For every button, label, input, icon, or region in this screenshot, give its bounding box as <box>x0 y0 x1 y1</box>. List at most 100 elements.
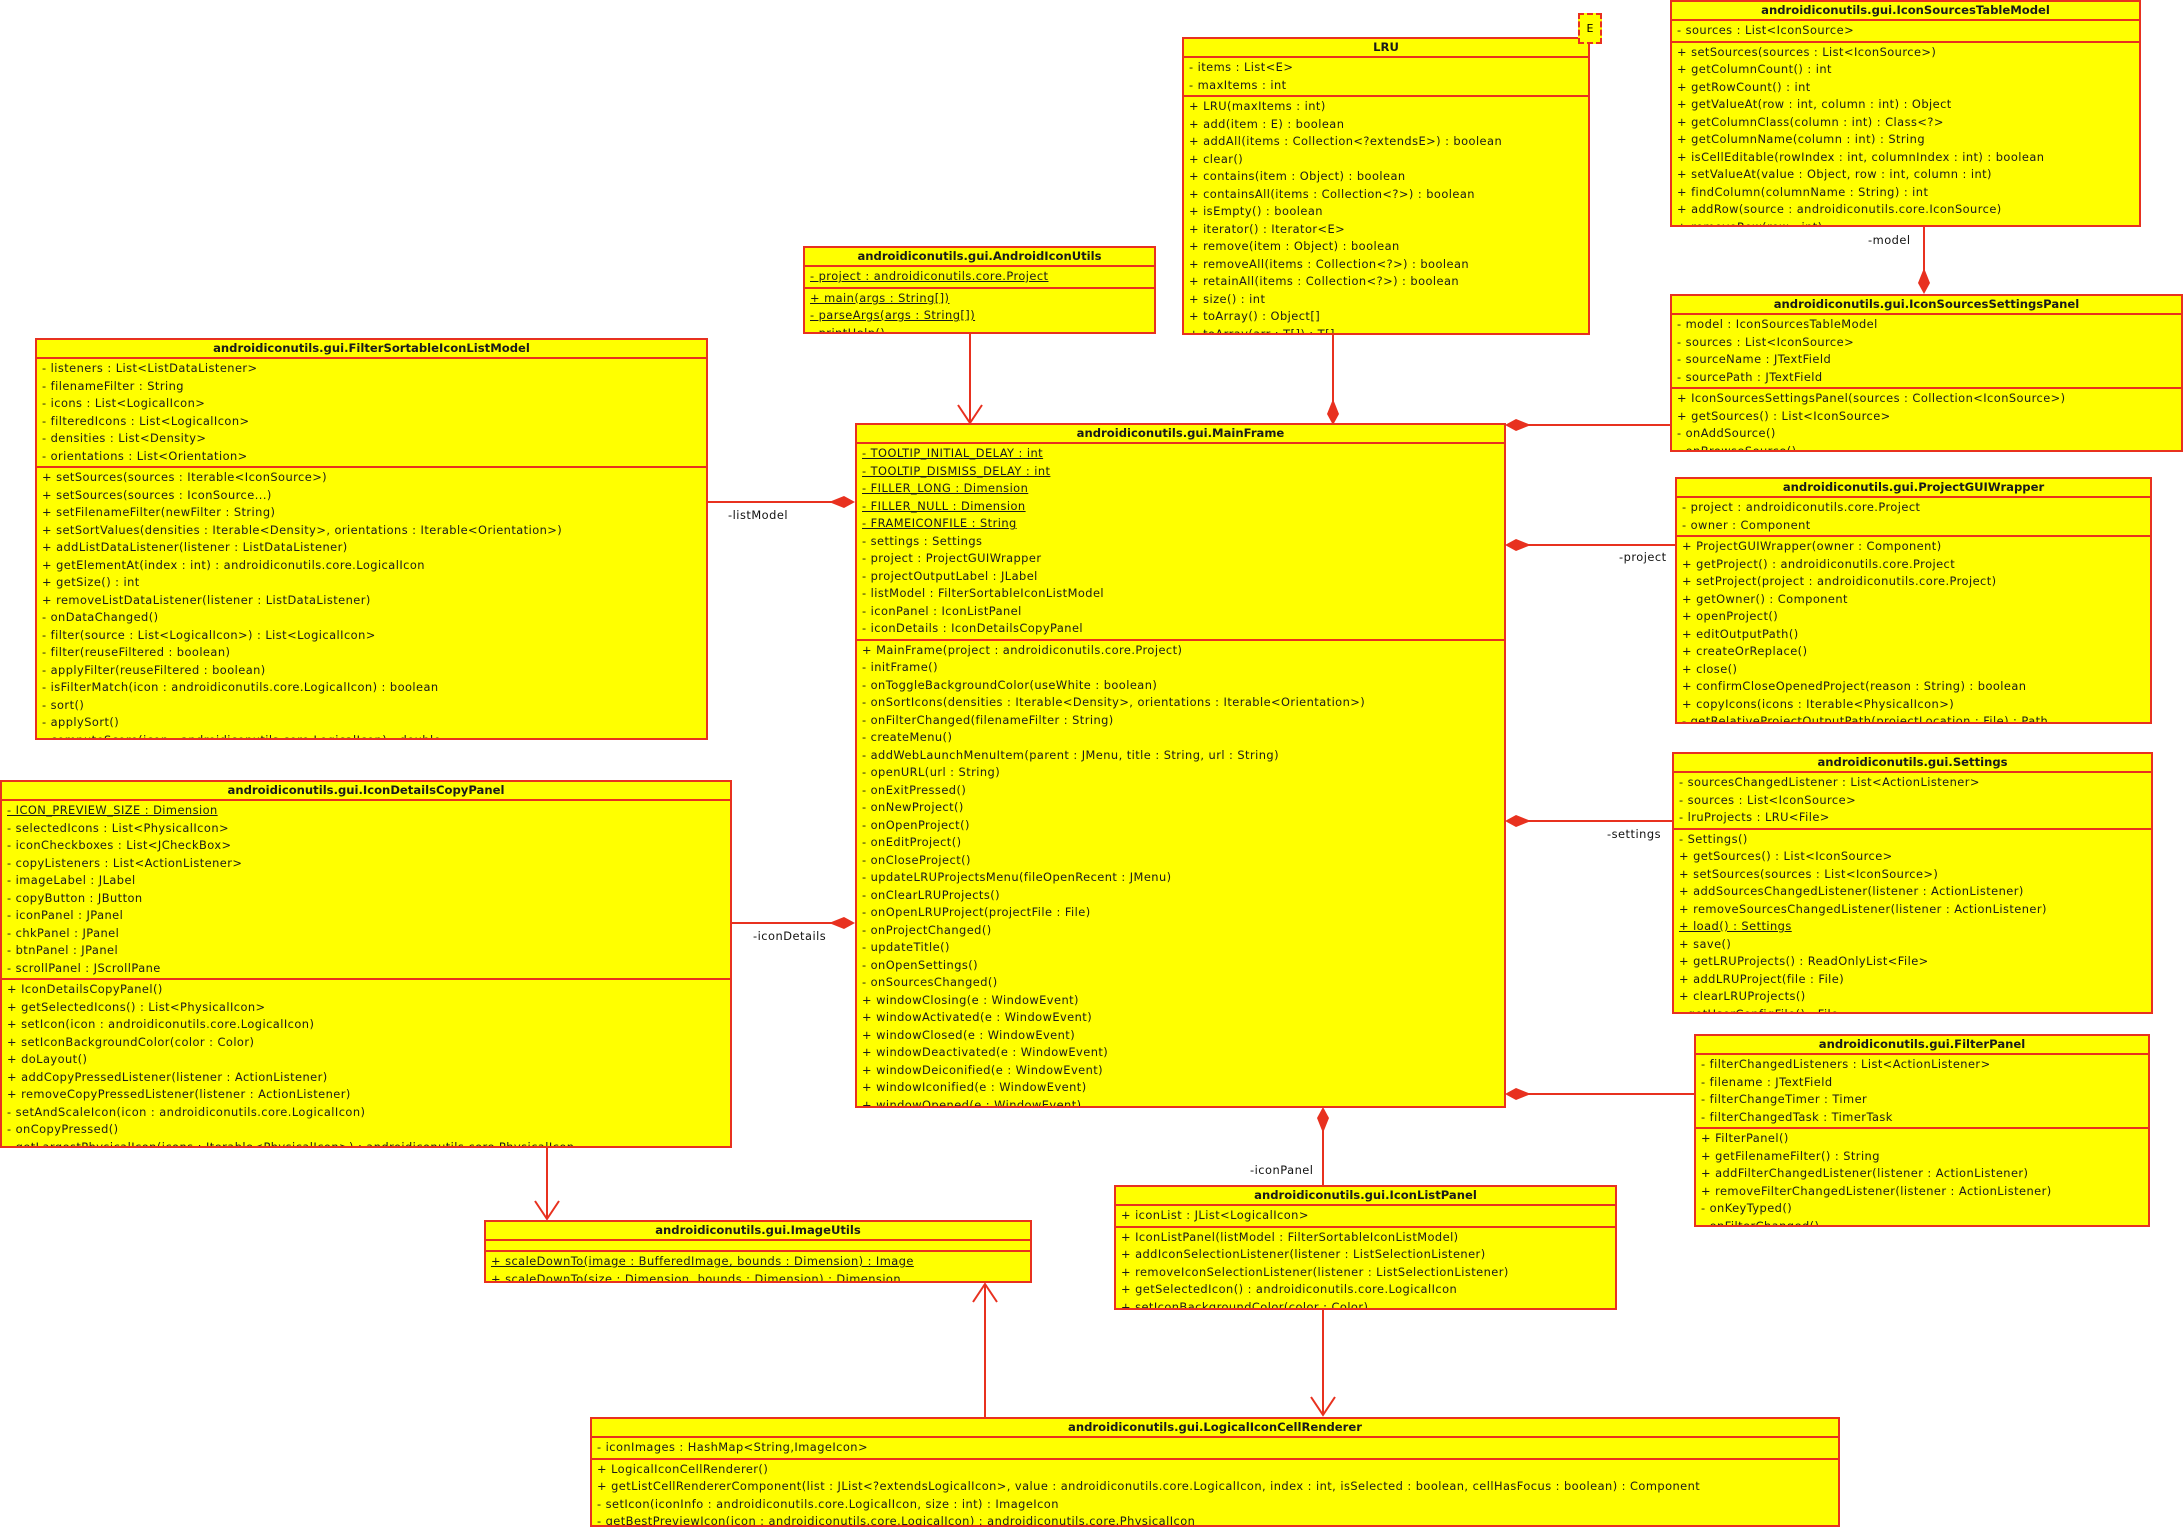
class-name: androidiconutils.gui.ProjectGUIWrapper <box>1677 479 2150 498</box>
operation-row: + getColumnCount() : int <box>1677 61 2139 79</box>
attribute-row: - densities : List<Density> <box>42 430 706 448</box>
operation-row: - getUserConfigFile() : File <box>1679 1006 2151 1015</box>
operation-row: - onBrowseSource() <box>1677 443 2181 453</box>
operation-row: - applySort() <box>42 714 706 732</box>
class-logical-icon-cell-renderer[interactable]: androidiconutils.gui.LogicalIconCellRend… <box>590 1417 1840 1527</box>
operation-row: + containsAll(items : Collection<?>) : b… <box>1189 186 1588 204</box>
operations-compartment: + IconSourcesSettingsPanel(sources : Col… <box>1672 387 2181 452</box>
class-lru[interactable]: LRU- items : List<E>- maxItems : int+ LR… <box>1182 37 1590 335</box>
operation-row: + removeListDataListener(listener : List… <box>42 592 706 610</box>
operation-row: + size() : int <box>1189 291 1588 309</box>
attribute-row: - owner : Component <box>1682 517 2150 535</box>
operations-compartment: + IconDetailsCopyPanel()+ getSelectedIco… <box>2 978 730 1148</box>
operation-row: - parseArgs(args : String[]) <box>810 307 1154 325</box>
attribute-row: - scrollPanel : JScrollPane <box>7 960 730 978</box>
class-name: androidiconutils.gui.Settings <box>1674 754 2151 773</box>
class-name: androidiconutils.gui.IconSourcesTableMod… <box>1672 2 2139 21</box>
attribute-row: - chkPanel : JPanel <box>7 925 730 943</box>
attribute-row: - FRAMEICONFILE : String <box>862 515 1504 533</box>
class-android-icon-utils[interactable]: androidiconutils.gui.AndroidIconUtils - p… <box>803 246 1156 334</box>
attribute-row: - iconPanel : IconListPanel <box>862 603 1504 621</box>
operation-row: - onCloseProject() <box>862 852 1504 870</box>
operation-row: + setFilenameFilter(newFilter : String) <box>42 504 706 522</box>
class-filter-panel[interactable]: androidiconutils.gui.FilterPanel- filter… <box>1694 1034 2150 1227</box>
operation-row: - createMenu() <box>862 729 1504 747</box>
operation-row: + getSources() : List<IconSource> <box>1679 848 2151 866</box>
class-project-gui-wrapper[interactable]: androidiconutils.gui.ProjectGUIWrapper- … <box>1675 477 2152 724</box>
class-settings[interactable]: androidiconutils.gui.Settings- sourcesCh… <box>1672 752 2153 1014</box>
operation-row: + addRow(source : androidiconutils.core.… <box>1677 201 2139 219</box>
class-name: androidiconutils.gui.ImageUtils <box>486 1222 1030 1241</box>
class-name: androidiconutils.gui.IconSourcesSettings… <box>1672 296 2181 315</box>
operation-row: + toArray() : Object[] <box>1189 308 1588 326</box>
operation-row: + remove(item : Object) : boolean <box>1189 238 1588 256</box>
operation-row: + load() : Settings <box>1679 918 2151 936</box>
role-label-icon-details: -iconDetails <box>753 929 826 943</box>
operations-compartment: + IconListPanel(listModel : FilterSortab… <box>1116 1226 1615 1311</box>
attribute-row: - project : androidiconutils.core.Projec… <box>1682 499 2150 517</box>
operation-row: + getValueAt(row : int, column : int) : … <box>1677 96 2139 114</box>
attribute-row: - iconDetails : IconDetailsCopyPanel <box>862 620 1504 638</box>
class-name: androidiconutils.gui.AndroidIconUtils <box>805 248 1154 267</box>
operation-row: + addCopyPressedListener(listener : Acti… <box>7 1069 730 1087</box>
operation-row: - setIcon(iconInfo : androidiconutils.co… <box>597 1496 1838 1514</box>
attribute-row: - sources : List<IconSource> <box>1677 22 2139 40</box>
class-filter-sortable-icon-list-model[interactable]: androidiconutils.gui.FilterSortableIconL… <box>35 338 708 740</box>
class-icon-details-copy-panel[interactable]: androidiconutils.gui.IconDetailsCopyPane… <box>0 780 732 1148</box>
operation-row: - Settings() <box>1679 831 2151 849</box>
attribute-row: - settings : Settings <box>862 533 1504 551</box>
operation-row: + getProject() : androidiconutils.core.P… <box>1682 556 2150 574</box>
operation-row: + getFilenameFilter() : String <box>1701 1148 2148 1166</box>
operation-row: + getSelectedIcon() : androidiconutils.c… <box>1121 1281 1615 1299</box>
attribute-row: - filterChangedListeners : List<ActionLi… <box>1701 1056 2148 1074</box>
operation-row: - getRelativeProjectOutputPath(projectLo… <box>1682 713 2150 724</box>
attribute-row: - sourceName : JTextField <box>1677 351 2181 369</box>
operation-row: + removeFilterChangedListener(listener :… <box>1701 1183 2148 1201</box>
operation-row: + getOwner() : Component <box>1682 591 2150 609</box>
operation-row: + windowIconified(e : WindowEvent) <box>862 1079 1504 1097</box>
operations-compartment: + LRU(maxItems : int)+ add(item : E) : b… <box>1184 95 1588 335</box>
operation-row: - onProjectChanged() <box>862 922 1504 940</box>
operation-row: + removeSourcesChangedListener(listener … <box>1679 901 2151 919</box>
operation-row: + setValueAt(value : Object, row : int, … <box>1677 166 2139 184</box>
operations-compartment: + setSources(sources : List<IconSource>)… <box>1672 41 2139 228</box>
operation-row: - onNewProject() <box>862 799 1504 817</box>
class-icon-sources-settings-panel[interactable]: androidiconutils.gui.IconSourcesSettings… <box>1670 294 2183 452</box>
attribute-row: - imageLabel : JLabel <box>7 872 730 890</box>
operation-row: - onOpenLRUProject(projectFile : File) <box>862 904 1504 922</box>
operation-row: + addLRUProject(file : File) <box>1679 971 2151 989</box>
operation-row: - initFrame() <box>862 659 1504 677</box>
operation-row: + scaleDownTo(size : Dimension, bounds :… <box>491 1271 1030 1284</box>
operation-row: + contains(item : Object) : boolean <box>1189 168 1588 186</box>
operations-compartment: + main(args : String[])- parseArgs(args … <box>805 287 1154 335</box>
operation-row: + addIconSelectionListener(listener : Li… <box>1121 1246 1615 1264</box>
operation-row: - sort() <box>42 697 706 715</box>
attributes-compartment: - project : androidiconutils.core.Projec… <box>1677 498 2150 535</box>
attributes-compartment: - sourcesChangedListener : List<ActionLi… <box>1674 773 2151 828</box>
operation-row: - updateTitle() <box>862 939 1504 957</box>
operation-row: + windowActivated(e : WindowEvent) <box>862 1009 1504 1027</box>
operation-row: + setSources(sources : Iterable<IconSour… <box>42 469 706 487</box>
operations-compartment: + ProjectGUIWrapper(owner : Component)+ … <box>1677 535 2150 724</box>
operation-row: + windowOpened(e : WindowEvent) <box>862 1097 1504 1109</box>
operation-row: + toArray(arr : T[]) : T[] <box>1189 326 1588 336</box>
class-icon-list-panel[interactable]: androidiconutils.gui.IconListPanel+ icon… <box>1114 1185 1617 1310</box>
operations-compartment: + LogicalIconCellRenderer()+ getListCell… <box>592 1458 1838 1527</box>
class-main-frame[interactable]: androidiconutils.gui.MainFrame- TOOLTIP_… <box>855 423 1506 1108</box>
attribute-row: - sourcesChangedListener : List<ActionLi… <box>1679 774 2151 792</box>
operation-row: + getColumnName(column : int) : String <box>1677 131 2139 149</box>
operations-compartment: + FilterPanel()+ getFilenameFilter() : S… <box>1696 1127 2148 1227</box>
attribute-row: - filterChangeTimer : Timer <box>1701 1091 2148 1109</box>
operation-row: - setAndScaleIcon(icon : androidiconutil… <box>7 1104 730 1122</box>
operation-row: + setSources(sources : List<IconSource>) <box>1679 866 2151 884</box>
operation-row: + setSortValues(densities : Iterable<Den… <box>42 522 706 540</box>
operation-row: + LRU(maxItems : int) <box>1189 98 1588 116</box>
attributes-compartment: - listeners : List<ListDataListener>- fi… <box>37 359 706 466</box>
class-icon-sources-table-model[interactable]: androidiconutils.gui.IconSourcesTableMod… <box>1670 0 2141 227</box>
operation-row: - onOpenSettings() <box>862 957 1504 975</box>
operation-row: + retainAll(items : Collection<?>) : boo… <box>1189 273 1588 291</box>
operation-row: - openURL(url : String) <box>862 764 1504 782</box>
operation-row: + createOrReplace() <box>1682 643 2150 661</box>
class-image-utils[interactable]: androidiconutils.gui.ImageUtils + scaleDo… <box>484 1220 1032 1283</box>
